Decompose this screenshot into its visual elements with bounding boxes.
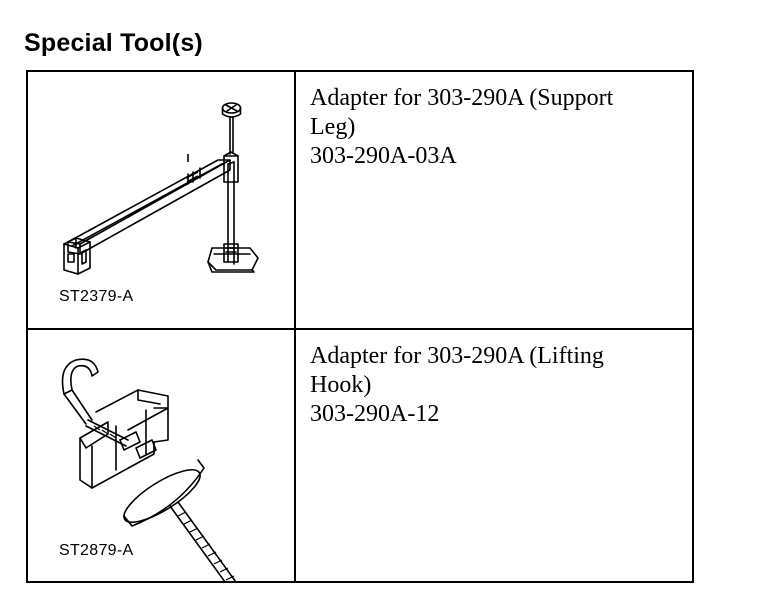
tool-part-number: 303-290A-03A — [310, 143, 457, 169]
tool-image-label: ST2379-A — [59, 288, 134, 305]
tool-description-cell: Adapter for 303-290A (Lifting Hook) 303-… — [298, 330, 692, 581]
table-row: ST2379-A Adapter for 303-290A (Support L… — [28, 72, 692, 330]
page-title: Special Tool(s) — [24, 29, 203, 57]
table-row: ST2879-A Adapter for 303-290A (Lifting H… — [28, 330, 692, 581]
tool-description: Adapter for 303-290A (Lifting Hook) 303-… — [310, 342, 690, 429]
tool-description-cell: Adapter for 303-290A (Support Leg) 303-2… — [298, 72, 692, 328]
tool-image-cell: ST2379-A — [28, 72, 296, 328]
tool-description-line: Adapter for 303-290A (Support — [310, 85, 614, 111]
tool-description-line: Leg) — [310, 114, 356, 140]
special-tools-table: ST2379-A Adapter for 303-290A (Support L… — [26, 70, 694, 583]
tool-image-label: ST2879-A — [59, 542, 134, 559]
tool-image-cell: ST2879-A — [28, 330, 296, 581]
support-leg-adapter-icon — [63, 102, 259, 275]
tool-description: Adapter for 303-290A (Support Leg) 303-2… — [310, 84, 690, 171]
tool-part-number: 303-290A-12 — [310, 401, 440, 427]
tool-description-line: Adapter for 303-290A (Lifting — [310, 343, 604, 369]
tool-description-line: Hook) — [310, 372, 372, 398]
lifting-hook-adapter-icon — [61, 358, 237, 581]
